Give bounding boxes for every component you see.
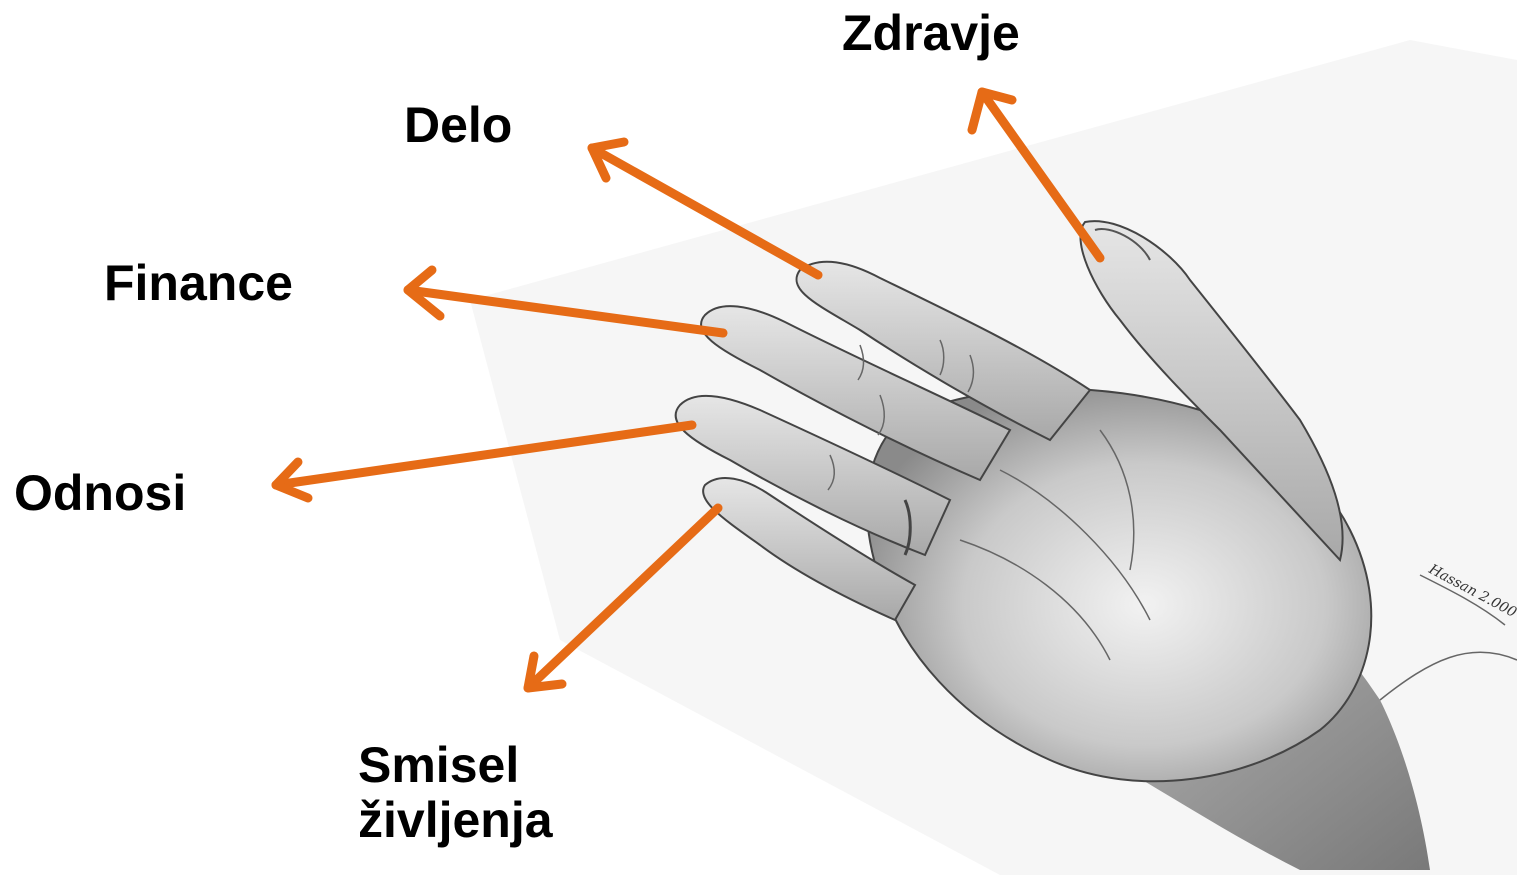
- label-delo: Delo: [404, 98, 512, 153]
- label-smisel-line1: Smisel: [358, 738, 553, 793]
- label-zdravje: Zdravje: [842, 6, 1020, 61]
- label-smisel-line2: življenja: [358, 793, 553, 848]
- label-smisel-zivljenja: Smisel življenja: [358, 738, 553, 848]
- label-finance: Finance: [104, 256, 293, 311]
- label-odnosi: Odnosi: [14, 466, 186, 521]
